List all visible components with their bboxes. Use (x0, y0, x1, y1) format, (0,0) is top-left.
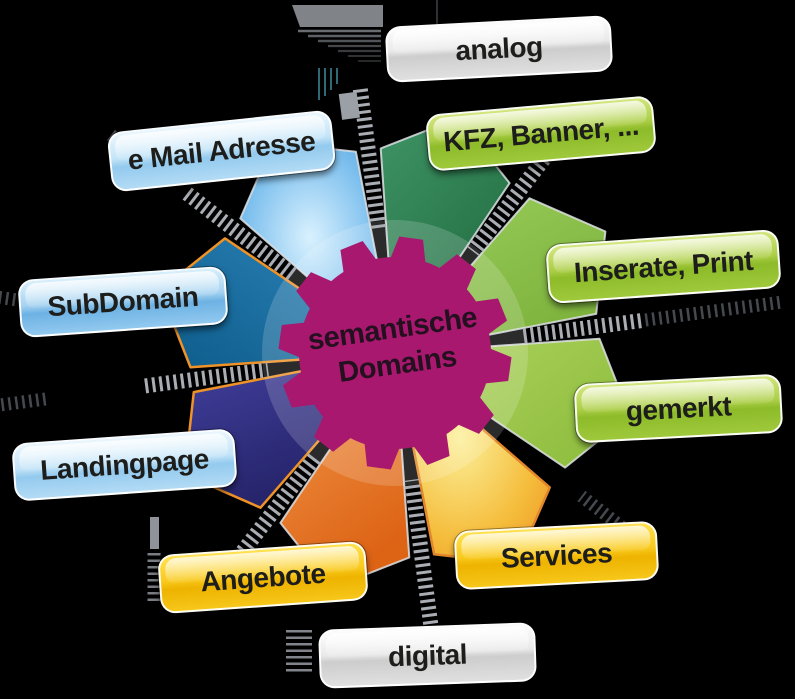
label-text-analog: analog (454, 30, 544, 67)
center-hub-gear (278, 236, 512, 470)
deco-angebote-comb (147, 517, 161, 602)
gap-ladder-west-far (0, 290, 32, 309)
center-hub-circle (299, 257, 491, 449)
inner-glow-ring (262, 220, 528, 486)
gap-ladder-north (338, 88, 386, 230)
gap-ladder-northeast (466, 148, 555, 257)
label-text-inserate-print: Inserate, Print (572, 244, 754, 288)
gap-ladder-west (0, 362, 270, 413)
label-text-kfz-banner: KFZ, Banner, ... (442, 109, 640, 157)
label-text-email-adresse: e Mail Adresse (126, 125, 317, 176)
label-text-services: Services (500, 536, 613, 574)
label-text-digital: digital (387, 638, 468, 672)
label-pill-digital: digital (318, 622, 537, 689)
label-text-subdomain: SubDomain (46, 280, 200, 323)
label-text-landingpage: Landingpage (39, 443, 210, 486)
label-pill-analog: analog (384, 15, 614, 83)
label-pill-services: Services (453, 520, 660, 591)
gap-ladder-south (404, 478, 442, 654)
label-text-angebote: Angebote (199, 557, 327, 597)
label-pill-gemerkt: gemerkt (573, 373, 784, 444)
gap-ladder-east (520, 295, 781, 344)
label-text-gemerkt: gemerkt (625, 389, 732, 427)
